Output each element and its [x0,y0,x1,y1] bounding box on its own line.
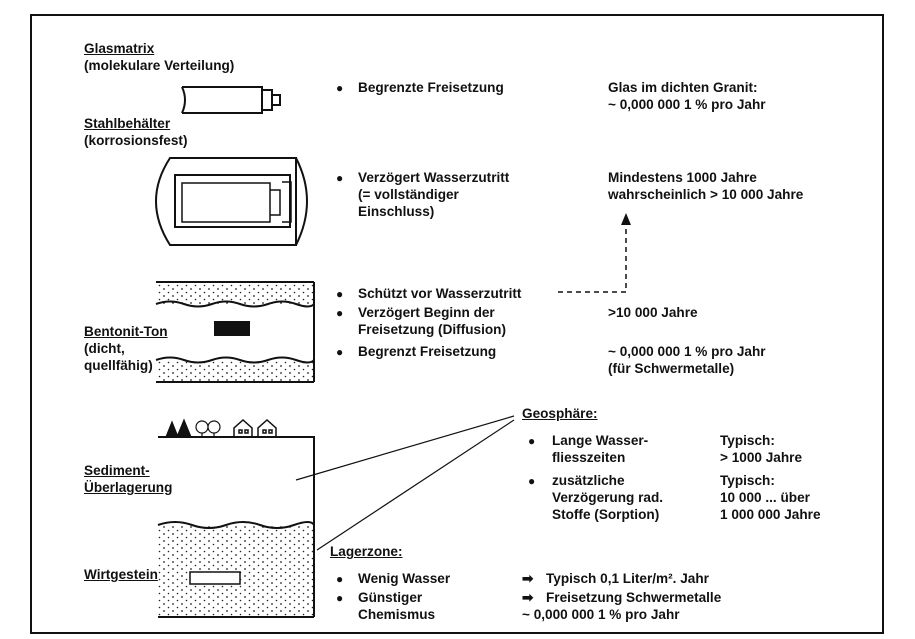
host-rock-label: Wirtgestein [84,567,158,582]
bullet-icon: ● [336,345,344,359]
geosphere-item-2-line-2: Verzögerung rad. [552,490,664,505]
storage-item-2-value-1: Freisetzung Schwermetalle [546,590,722,605]
bentonite-effect-2: Verzögert Beginn der [358,305,495,320]
glass-effect: Begrenzte Freisetzung [358,80,504,95]
storage-item-2-value-2: ~ 0,000 000 1 % pro Jahr [522,607,680,622]
steel-effect-2: (= vollständiger [358,187,459,202]
steel-subtitle: (korrosionsfest) [84,133,188,148]
steel-effect-1: Verzögert Wasserzutritt [358,170,510,185]
geosphere-item-2-value-3: 1 000 000 Jahre [720,507,821,522]
storage-item-1-text: Wenig Wasser [358,571,451,586]
bentonite-detail-1: >10 000 Jahre [608,305,698,320]
bullet-icon: ● [336,287,344,301]
geosphere-item-1-line-1: Lange Wasser- [552,433,649,448]
geosphere-item-1-value-2: > 1000 Jahre [720,450,803,465]
bullet-icon: ● [336,572,344,586]
bullet-icon: ● [336,81,344,95]
steel-detail-1: Mindestens 1000 Jahre [608,170,757,185]
storage-item-1-value: Typisch 0,1 Liter/m². Jahr [546,571,709,586]
storage-item-2-line-1: Günstiger [358,590,423,605]
sediment-label-1: Sediment- [84,463,150,478]
geosphere-item-1-value-1: Typisch: [720,433,775,448]
sediment-label-2: Überlagerung [84,480,173,495]
bullet-icon: ● [528,474,536,488]
glass-detail-1: Glas im dichten Granit: [608,80,758,95]
bentonite-effect-1: Schützt vor Wasserzutritt [358,286,522,301]
bullet-icon: ● [528,434,536,448]
storage-zone-title: Lagerzone: [330,544,403,559]
geosphere-title: Geosphäre: [522,406,598,421]
houses-icon [233,418,277,437]
glass-subtitle: (molekulare Verteilung) [84,58,235,73]
bullet-icon: ● [336,306,344,320]
geology-column-icon [157,436,315,618]
storage-item-2-line-2: Chemismus [358,607,436,622]
bentonite-subtitle-2: quellfähig) [84,358,153,373]
diagram-frame [30,14,884,634]
steel-effect-3: Einschluss) [358,204,435,219]
steel-title: Stahlbehälter [84,116,171,131]
bentonite-detail-3: (für Schwermetalle) [608,361,735,376]
geosphere-connector-lines [295,415,515,551]
geosphere-item-2-line-1: zusätzliche [552,473,625,488]
bentonite-detail-2: ~ 0,000 000 1 % pro Jahr [608,344,766,359]
geosphere-item-2-line-3: Stoffe (Sorption) [552,507,660,522]
arrow-icon: ➡ [522,571,534,586]
steel-detail-2: wahrscheinlich > 10 000 Jahre [608,187,804,202]
trees-icon [165,418,221,438]
arrow-icon: ➡ [522,590,534,605]
geosphere-item-1-line-2: fliesszeiten [552,450,626,465]
bullet-icon: ● [336,171,344,185]
geosphere-item-2-value-2: 10 000 ... über [720,490,810,505]
bentonite-title: Bentonit-Ton [84,324,168,339]
bentonite-layer-icon [155,281,315,383]
glass-cylinder-icon [181,86,281,114]
bentonite-subtitle-1: (dicht, [84,341,125,356]
glass-detail-2: ~ 0,000 000 1 % pro Jahr [608,97,766,112]
bentonite-effect-4: Begrenzt Freisetzung [358,344,497,359]
geosphere-item-2-value-1: Typisch: [720,473,775,488]
bullet-icon: ● [336,591,344,605]
bentonite-effect-3: Freisetzung (Diffusion) [358,322,507,337]
dashed-arrow [558,213,631,293]
steel-container-icon [155,157,308,246]
glass-title: Glasmatrix [84,41,155,56]
